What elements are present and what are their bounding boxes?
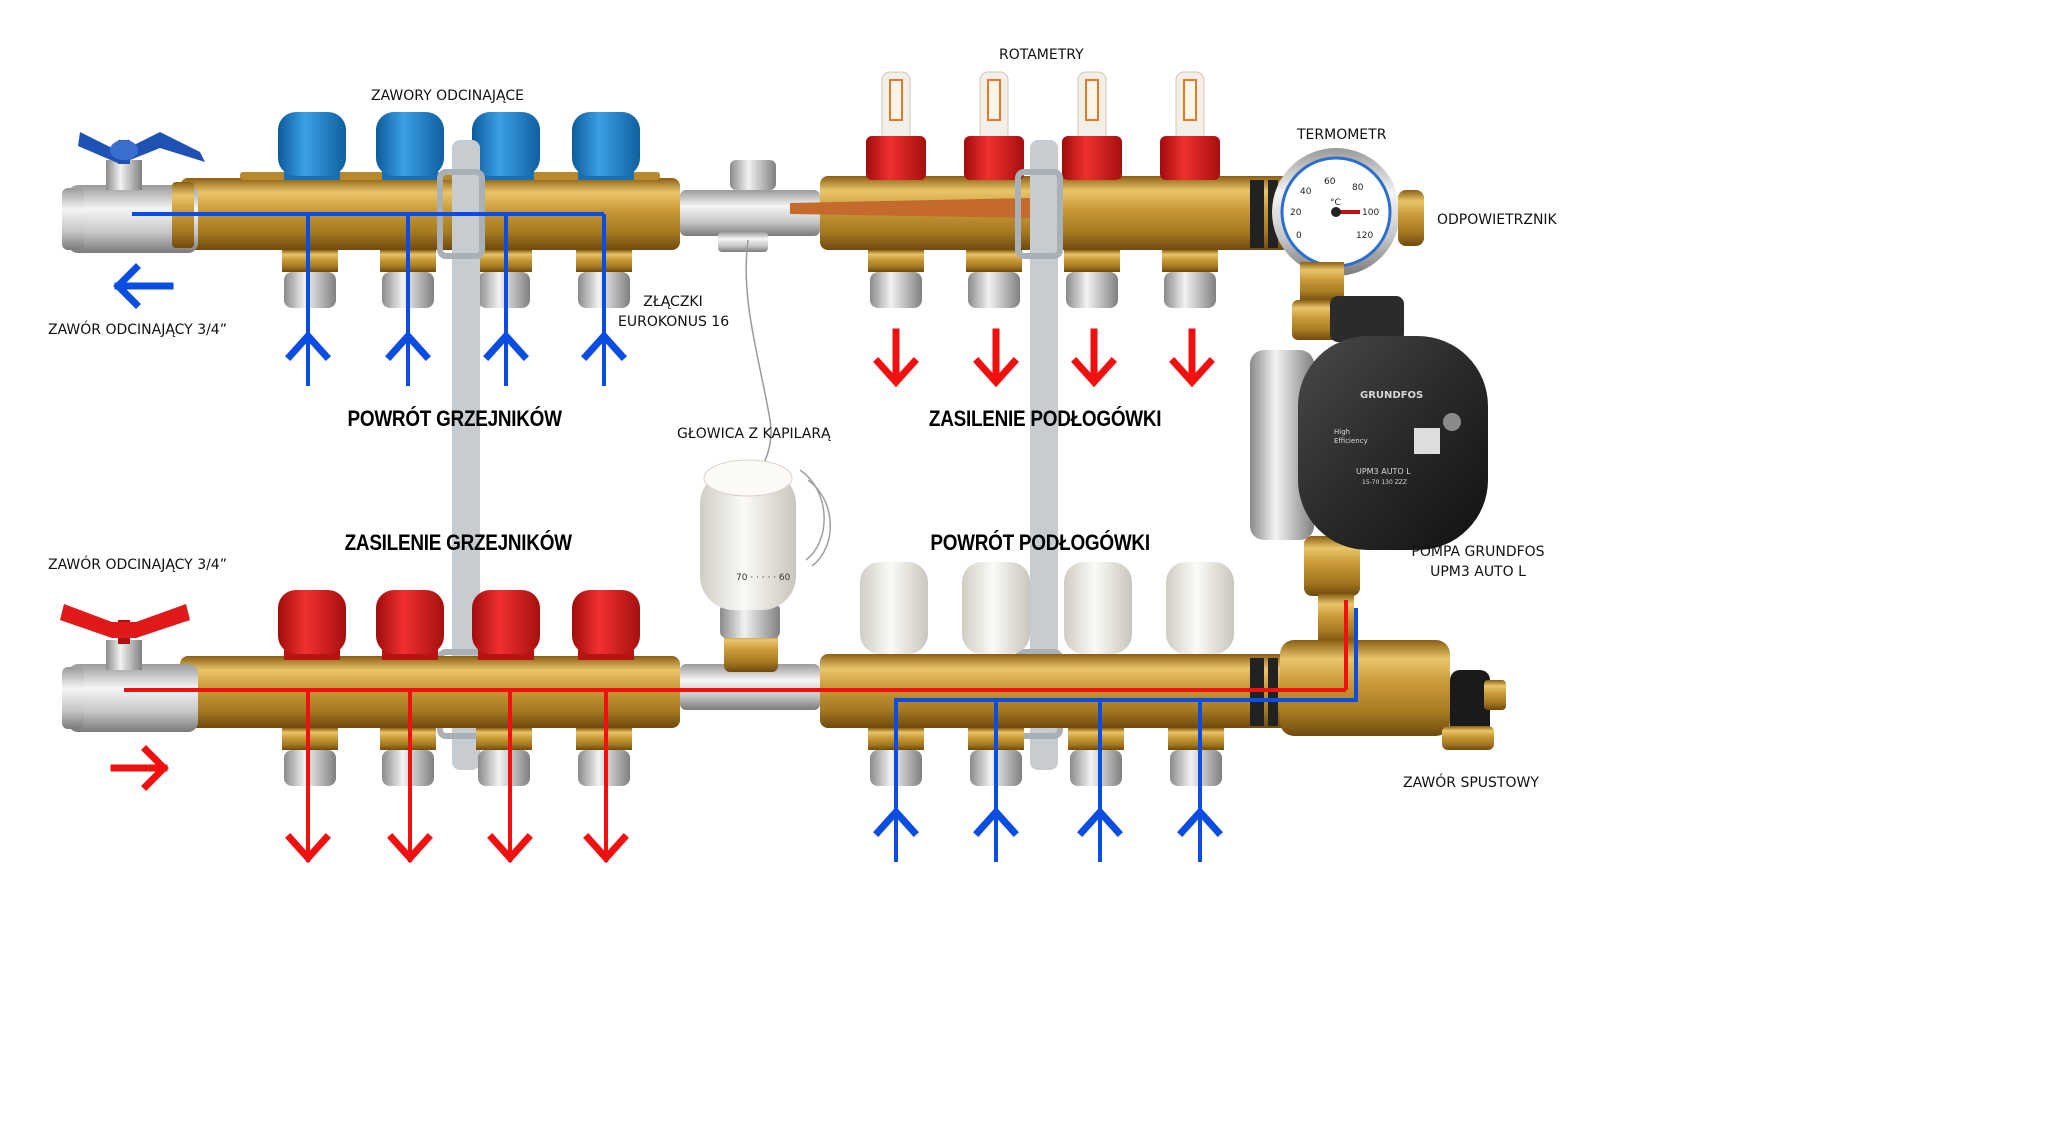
red-flow-cap-3[interactable] bbox=[1062, 136, 1122, 180]
pump-spec: 15-70 130 ZZZ bbox=[1362, 479, 1407, 486]
air-vent bbox=[1398, 190, 1424, 246]
arrow-down-6 bbox=[387, 833, 433, 864]
arrow-down-7 bbox=[487, 833, 533, 864]
label-pompa: POMPA GRUNDFOS UPM3 AUTO L bbox=[1398, 544, 1558, 580]
arrow-down-3 bbox=[1071, 328, 1117, 388]
label-zawor-odcinajacy-top: ZAWÓR ODCINAJĄCY 3/4” bbox=[48, 322, 227, 338]
hot-flow-arrows bbox=[110, 328, 1215, 864]
heading-powrot-podlogowki: POWRÓT PODŁOGÓWKI bbox=[930, 530, 1150, 555]
rotameter-3 bbox=[1077, 71, 1107, 143]
gauge-tick-60: 60 bbox=[1324, 177, 1336, 187]
arrow-left-top bbox=[113, 263, 174, 309]
cold-flow-arrows bbox=[113, 263, 1223, 837]
red-cap-1[interactable] bbox=[278, 590, 346, 660]
rotameter-4 bbox=[1175, 71, 1205, 143]
gauge-tick-0: 0 bbox=[1296, 231, 1302, 241]
label-rotametry: ROTAMETRY bbox=[999, 47, 1084, 63]
red-flow-cap-4[interactable] bbox=[1160, 136, 1220, 180]
label-odpowietrznik: ODPOWIETRZNIK bbox=[1437, 212, 1557, 228]
arrow-up-4 bbox=[581, 330, 627, 361]
arrow-down-4 bbox=[1169, 328, 1215, 388]
pump-brand: GRUNDFOS bbox=[1360, 390, 1423, 401]
label-pompa-line2: UPM3 AUTO L bbox=[1430, 564, 1526, 580]
red-flow-cap-1[interactable] bbox=[866, 136, 926, 180]
label-pompa-line1: POMPA GRUNDFOS bbox=[1411, 544, 1545, 560]
pump-model: UPM3 AUTO L bbox=[1356, 467, 1411, 476]
arrow-up-3 bbox=[483, 330, 529, 361]
manifold-diagram: 0 20 40 60 80 100 120 °C GRUNDFOS High E… bbox=[60, 71, 1506, 864]
label-zlaczki: ZŁĄCZKI EUROKONUS 16 bbox=[618, 294, 730, 330]
thermostatic-head[interactable] bbox=[700, 459, 832, 610]
capillary-tube bbox=[745, 239, 772, 481]
drain-valve[interactable] bbox=[1442, 670, 1506, 750]
label-zawor-odcinajacy-bottom: ZAWÓR ODCINAJĄCY 3/4” bbox=[48, 557, 227, 573]
label-termometr: TERMOMETR bbox=[1297, 127, 1387, 143]
arrow-up-8 bbox=[1177, 806, 1223, 837]
arrow-down-1 bbox=[873, 328, 919, 388]
blue-cap-4[interactable] bbox=[572, 112, 640, 180]
heading-powrot-grzejnikow: POWRÓT GRZEJNIKÓW bbox=[347, 406, 563, 431]
blue-cap-3[interactable] bbox=[472, 112, 540, 180]
hot-flow-lines bbox=[124, 600, 1348, 862]
gauge-tick-120: 120 bbox=[1356, 231, 1373, 241]
arrow-up-5 bbox=[873, 806, 919, 837]
heading-zasilenie-podlogowki: ZASILENIE PODŁOGÓWKI bbox=[928, 406, 1162, 431]
white-cap-4[interactable] bbox=[1166, 562, 1234, 654]
thermostat-scale: 70 · · · · · 60 bbox=[736, 573, 791, 583]
arrow-right-bottom bbox=[110, 745, 169, 791]
arrow-up-6 bbox=[973, 806, 1019, 837]
gauge-unit: °C bbox=[1330, 198, 1341, 208]
label-zlaczki-line2: EUROKONUS 16 bbox=[618, 314, 730, 330]
white-cap-2[interactable] bbox=[962, 562, 1030, 654]
rotameter-1 bbox=[881, 71, 911, 143]
label-glowica: GŁOWICA Z KAPILARĄ bbox=[677, 426, 831, 442]
red-cap-4[interactable] bbox=[572, 590, 640, 660]
blue-cap-1[interactable] bbox=[278, 112, 346, 180]
ball-valve-top[interactable] bbox=[62, 132, 205, 253]
blue-cap-2[interactable] bbox=[376, 112, 444, 180]
pump-efficiency-2: Efficiency bbox=[1334, 437, 1368, 445]
grundfos-pump bbox=[1250, 296, 1488, 550]
ball-valve-bottom[interactable] bbox=[60, 604, 198, 732]
arrow-down-5 bbox=[285, 833, 331, 864]
rotameter-2 bbox=[979, 71, 1009, 143]
red-flow-cap-2[interactable] bbox=[964, 136, 1024, 180]
label-zawor-spustowy: ZAWÓR SPUSTOWY bbox=[1403, 775, 1539, 791]
thermometer-gauge bbox=[1272, 148, 1400, 276]
bottom-left-outlets bbox=[282, 728, 632, 786]
heading-zasilenie-grzejnikow: ZASILENIE GRZEJNIKÓW bbox=[344, 530, 572, 555]
arrow-down-8 bbox=[583, 833, 629, 864]
label-zlaczki-line1: ZŁĄCZKI bbox=[643, 294, 703, 310]
arrow-down-2 bbox=[973, 328, 1019, 388]
cold-flow-lines bbox=[132, 212, 1358, 862]
red-cap-3[interactable] bbox=[472, 590, 540, 660]
white-cap-3[interactable] bbox=[1064, 562, 1132, 654]
bottom-tee-fitting bbox=[680, 604, 820, 710]
red-cap-2[interactable] bbox=[376, 590, 444, 660]
top-tee-fitting bbox=[680, 160, 820, 252]
gauge-tick-40: 40 bbox=[1300, 187, 1312, 197]
label-zawory-odcinajace: ZAWORY ODCINAJĄCE bbox=[371, 88, 524, 104]
pump-efficiency-1: High bbox=[1334, 428, 1350, 436]
gauge-tick-20: 20 bbox=[1290, 208, 1302, 218]
arrow-up-7 bbox=[1077, 806, 1123, 837]
gauge-tick-100: 100 bbox=[1362, 208, 1379, 218]
arrow-up-2 bbox=[385, 330, 431, 361]
arrow-up-1 bbox=[285, 330, 331, 361]
gauge-tick-labels: 0 20 40 60 80 100 120 °C bbox=[1290, 177, 1379, 241]
pump-text: GRUNDFOS High Efficiency UPM3 AUTO L 15-… bbox=[1334, 390, 1423, 486]
white-cap-1[interactable] bbox=[860, 562, 928, 654]
top-right-outlets bbox=[868, 250, 1218, 308]
gauge-tick-80: 80 bbox=[1352, 183, 1364, 193]
